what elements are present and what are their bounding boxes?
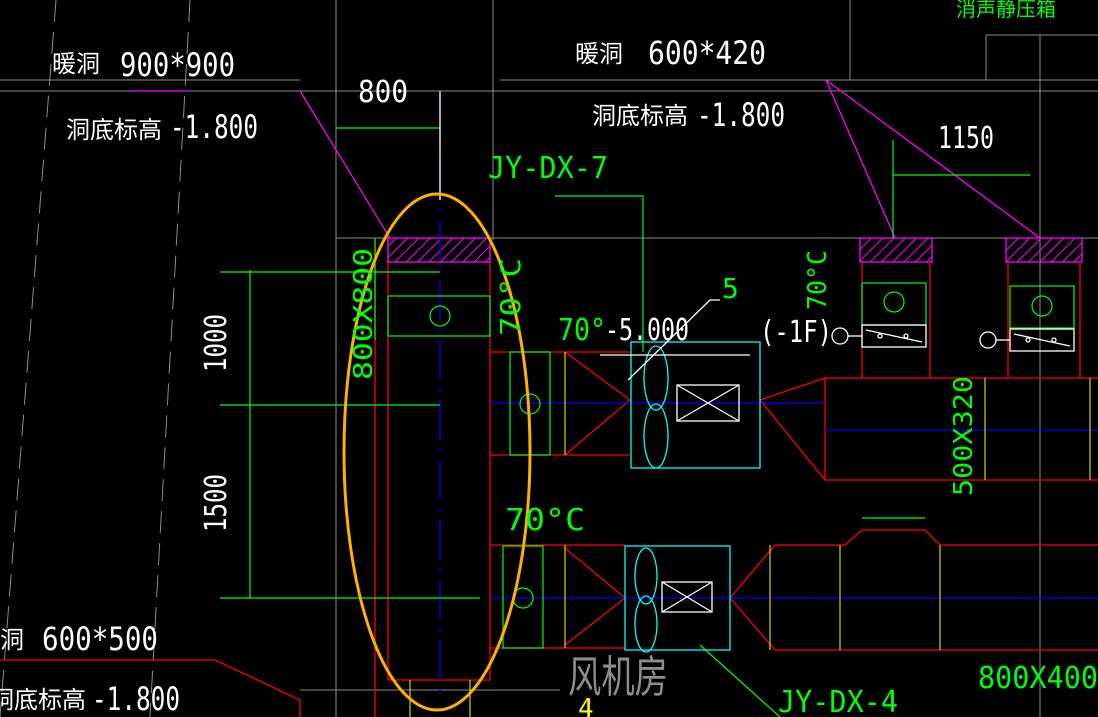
tag-top: JY-DX-7 [488,151,608,186]
wall-hatch [130,79,1083,263]
silencer-box-label: 消声静压箱 [956,0,1056,21]
opening-label-3: 洞 [0,626,24,654]
opening-label-2: 暖洞 [575,40,623,68]
elev-mid: -5.000 [605,313,689,348]
bottom-elev-value-3: -1.800 [92,680,180,717]
center-lines [439,100,1098,700]
temp-70-a: 70°C [505,503,585,538]
duct-size-800x800: 800X800 [349,248,379,380]
dim-1500: 1500 [199,474,234,532]
dim-1000: 1000 [199,314,234,372]
leader-5: 5 [722,272,739,305]
fan-units [624,341,761,653]
opening-size-2: 600*420 [648,34,766,72]
leader-4: 4 [578,694,594,717]
highlight-ellipse [342,192,532,712]
green-text: JY-DX-7 JY-DX-4 800X800 500X320 800X400 … [349,0,1098,717]
bottom-elev-label-2: 洞底标高 [592,102,688,130]
temp-label: 70° [558,313,606,348]
fan-boxes [439,91,1075,613]
opening-size-3: 600*500 [42,620,158,658]
dim-800: 800 [358,75,408,110]
opening-size-1: 900*900 [120,46,235,84]
room-name: 风机房 [568,652,668,703]
bottom-elev-label-3: 洞底标高 [0,686,86,714]
duct-size-500x320: 500X320 [949,376,979,496]
white-text: 暖洞 900*900 洞底标高 -1.800 暖洞 600*420 洞底标高 -… [0,34,994,717]
bottom-elev-value-1: -1.800 [170,108,258,146]
opening-label-1: 暖洞 [52,50,100,78]
yellow-text: 4 [578,694,594,717]
duct-size-800x400: 800X400 [978,661,1098,696]
yellow-lines [409,352,1091,717]
temp-70-b: 70°C [494,258,527,336]
dim-1150: 1150 [938,121,994,156]
bottom-elev-value-2: -1.800 [697,96,785,134]
bottom-elev-label-1: 洞底标高 [66,116,162,144]
temp-70-c: 70°C [803,250,833,310]
duct-outlines [0,238,1098,717]
floor-tag: (-1F) [760,315,832,350]
tag-bottom: JY-DX-4 [778,685,898,717]
green-elements [220,127,1075,717]
